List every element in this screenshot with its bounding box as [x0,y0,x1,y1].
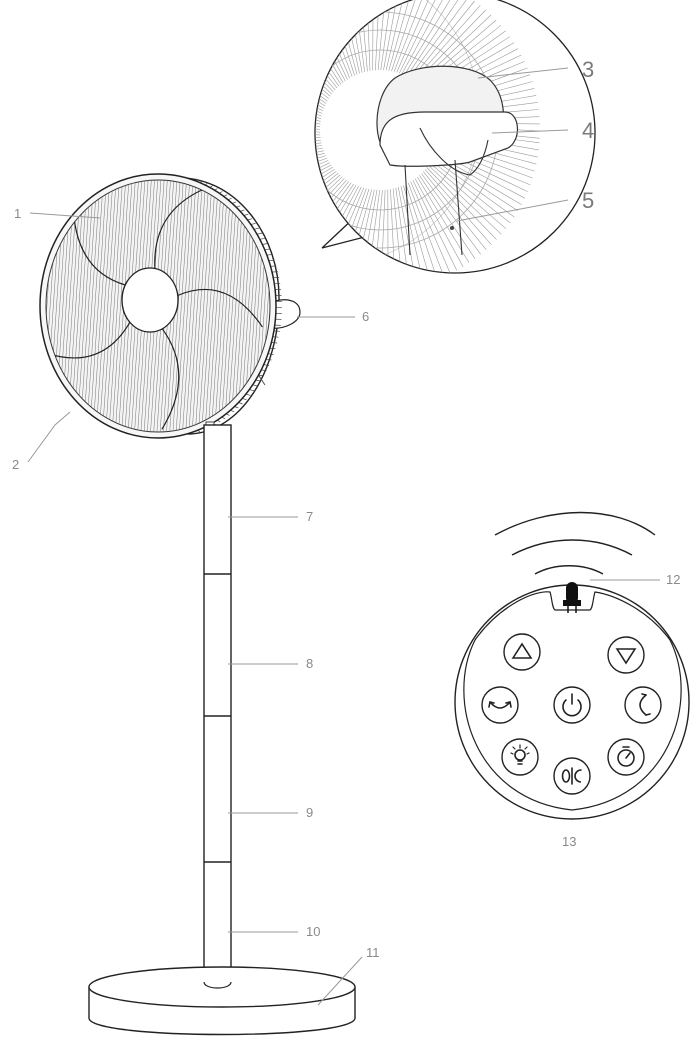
base [88,966,356,1036]
leader-2 [27,411,71,463]
callout-1: 1 [14,206,22,221]
vertical-oscillation-button[interactable] [624,686,662,724]
callout-4: 4 [582,118,595,143]
callout-10: 10 [306,924,321,939]
callout-11: 11 [366,945,380,960]
leader-lines [27,67,660,1006]
signal-wave-inner [534,565,604,575]
triangle-down-icon [615,648,637,665]
pole-column [203,424,232,982]
callout-8: 8 [306,656,314,671]
power-button[interactable] [553,686,591,724]
leader-1 [29,212,101,219]
callout-13: 13 [562,834,577,849]
leader-5 [456,199,569,222]
signal-wave-middle [511,539,633,556]
zoom-knob [376,65,518,256]
light-bulb-icon [510,744,530,765]
speed-down-button[interactable] [607,636,645,674]
remote-control [454,511,690,820]
leader-4 [491,129,569,134]
fan-head [39,173,301,439]
vertical-swing-icon [639,693,651,716]
callout-6: 6 [362,309,370,324]
callout-5: 5 [582,188,595,213]
horizontal-oscillation-button[interactable] [481,686,519,724]
leaf-moon-mode-icon [561,767,582,785]
signal-wave-outer [494,511,656,536]
callout-3: 3 [582,57,595,82]
timer-icon [617,746,635,767]
callout-7: 7 [306,509,314,524]
callout-2: 2 [12,457,20,472]
hub [121,267,179,333]
horizontal-swing-icon [488,701,512,709]
power-icon [562,693,582,717]
leader-3 [477,67,569,79]
triangle-up-icon [511,642,533,659]
mode-button[interactable] [553,757,591,795]
callout-12: 12 [666,572,681,587]
speed-up-button[interactable] [503,633,541,671]
callout-9: 9 [306,805,314,820]
timer-button[interactable] [607,738,645,776]
light-button[interactable] [501,738,539,776]
leader-11 [317,956,363,1006]
pole [203,424,232,982]
ir-emitter [563,582,581,613]
